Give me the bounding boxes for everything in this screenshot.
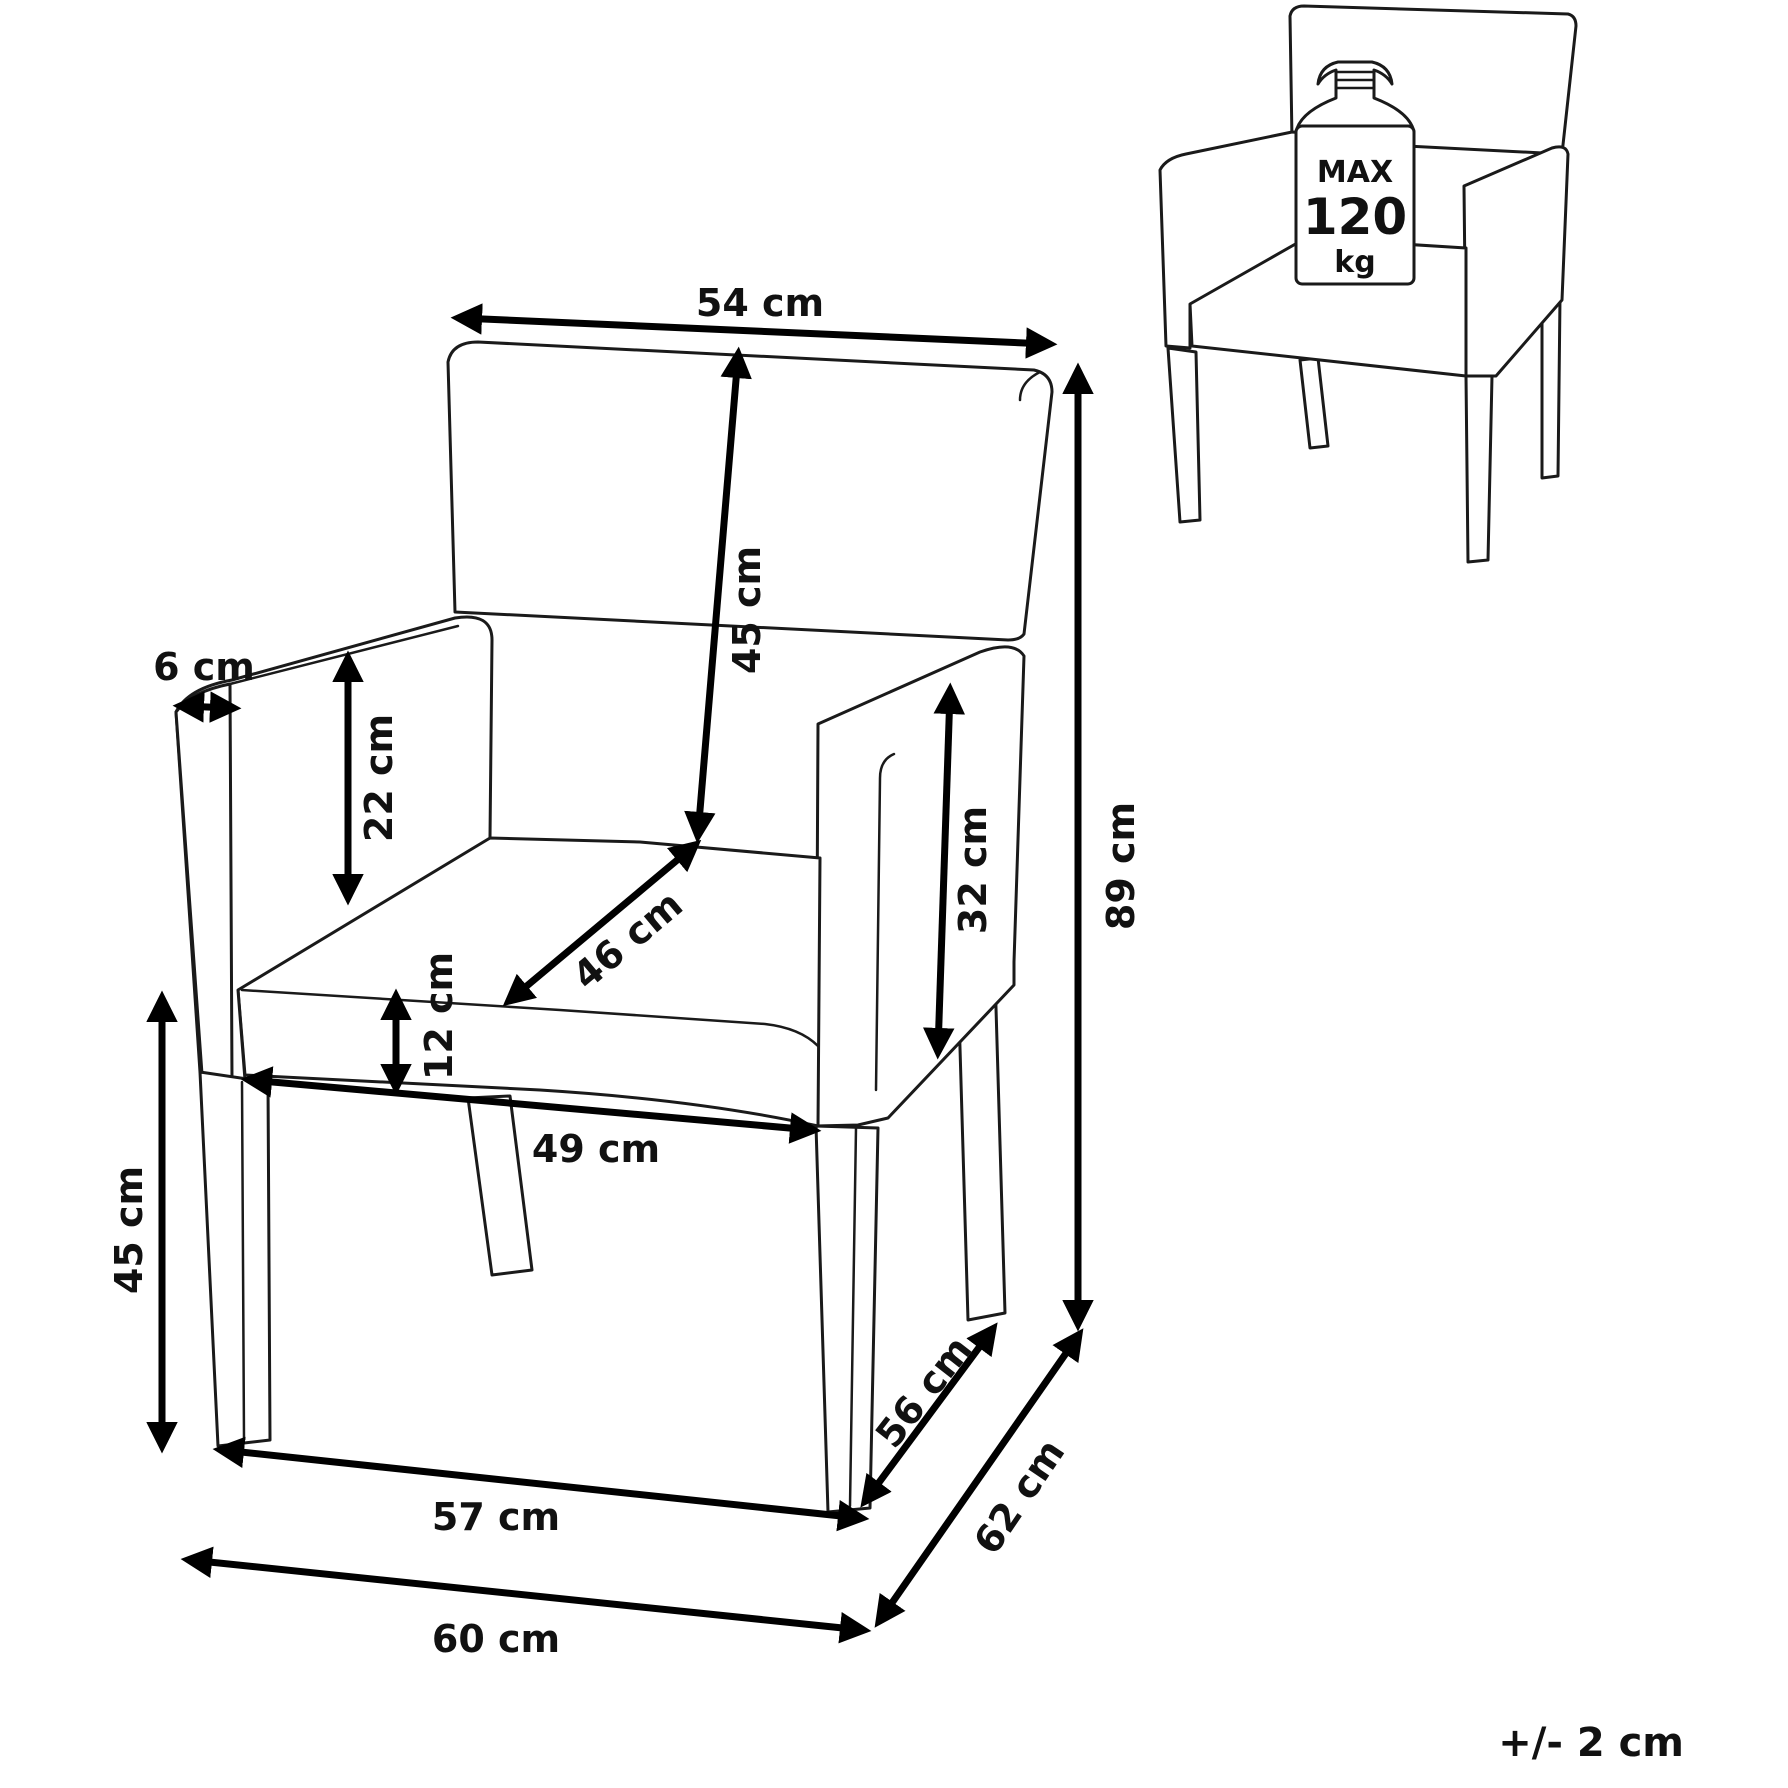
thumb-back-left-leg <box>1298 356 1330 450</box>
left-armrest-front <box>174 682 234 1082</box>
label-total-width: 60 cm <box>432 1617 560 1661</box>
label-armrest-thickness: 6 cm <box>153 645 255 689</box>
thumbnail-chair-drawing: MAX 120 kg <box>1158 4 1578 564</box>
label-total-height: 89 cm <box>1099 802 1143 930</box>
dim-line-54cm <box>450 303 1058 359</box>
label-armrest-height-left: 22 cm <box>357 714 401 842</box>
front-left-leg <box>198 1070 272 1448</box>
dim-line-45cm-back <box>684 346 752 844</box>
dim-line-62cm <box>874 1328 1084 1628</box>
label-backrest-width: 54 cm <box>696 281 824 325</box>
dim-line-46cm <box>502 839 702 1007</box>
right-armrest <box>814 645 1026 1128</box>
max-load-label: MAX <box>1317 155 1393 190</box>
back-left-leg <box>466 1094 534 1277</box>
thumb-front-right-leg <box>1464 374 1494 564</box>
thumb-back-right-leg <box>1540 296 1562 480</box>
label-leg-depth: 56 cm <box>867 1328 981 1456</box>
tolerance-note: +/- 2 cm <box>1498 1720 1684 1766</box>
dim-line-6cm <box>172 691 242 723</box>
right-armrest-inner-edge <box>874 752 896 1092</box>
dim-line-49cm <box>240 1066 822 1144</box>
seat-front-edge <box>240 988 820 1048</box>
label-backrest-height: 45 cm <box>725 546 769 674</box>
front-right-leg <box>814 1124 880 1514</box>
max-load-weight-icon: MAX 120 kg <box>1294 60 1416 286</box>
label-seat-thickness: 12 cm <box>417 952 461 1080</box>
dim-line-60cm <box>180 1546 872 1644</box>
max-load-value: 120 <box>1303 188 1407 246</box>
label-total-depth: 62 cm <box>965 1431 1073 1562</box>
dim-line-32cm <box>922 682 966 1060</box>
dim-line-57cm <box>212 1436 870 1532</box>
label-seat-height: 45 cm <box>107 1166 151 1294</box>
max-load-unit: kg <box>1334 245 1375 280</box>
label-leg-width: 57 cm <box>432 1495 560 1539</box>
backrest-top-edge <box>1018 370 1042 402</box>
thumb-front-left-leg <box>1166 346 1202 524</box>
label-seat-width: 49 cm <box>532 1127 660 1171</box>
thumb-right-armrest <box>1462 145 1570 378</box>
dimension-lines <box>146 303 1094 1644</box>
label-armrest-height-right: 32 cm <box>951 806 995 934</box>
